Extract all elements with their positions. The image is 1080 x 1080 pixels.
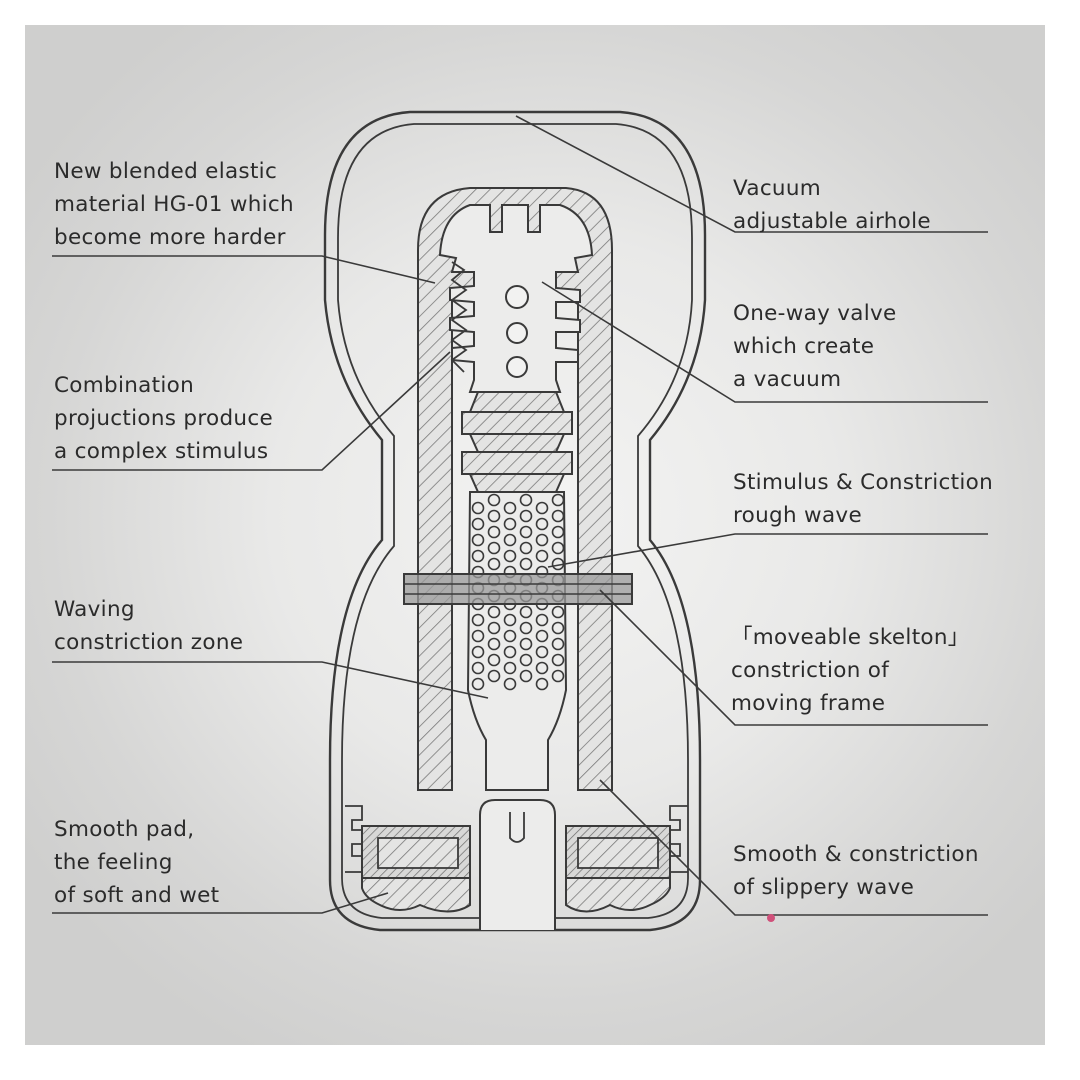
- label-elastic-material: New blended elastic material HG-01 which…: [54, 159, 294, 250]
- label-waving-zone: Waving constriction zone: [54, 597, 244, 655]
- label-projections: Combination projuctions produce a comple…: [54, 373, 273, 464]
- smooth-pad: [361, 877, 471, 913]
- moveable-skelton-band: [403, 573, 633, 605]
- stacked-discs: [461, 391, 573, 493]
- label-skelton: 「moveable skelton」 constriction of movin…: [731, 625, 970, 716]
- label-rough-wave: Stimulus & Constriction rough wave: [733, 470, 993, 528]
- label-slippery-wave: Smooth & constriction of slippery wave: [733, 842, 979, 900]
- cross-section-drawing: [52, 110, 988, 932]
- label-valve: One-way valve which create a vacuum: [733, 301, 897, 392]
- accent-dot: [767, 914, 775, 922]
- outer-shell-inner-outline: [337, 123, 693, 919]
- one-way-valve: [505, 285, 529, 378]
- label-airhole: Vacuum adjustable airhole: [733, 176, 931, 234]
- center-post: [479, 799, 556, 930]
- outer-shell-outline: [323, 110, 707, 932]
- diagram-panel: New blended elastic material HG-01 which…: [25, 25, 1045, 1045]
- leader-lines: [52, 115, 988, 916]
- label-smooth-pad: Smooth pad, the feeling of soft and wet: [54, 817, 220, 908]
